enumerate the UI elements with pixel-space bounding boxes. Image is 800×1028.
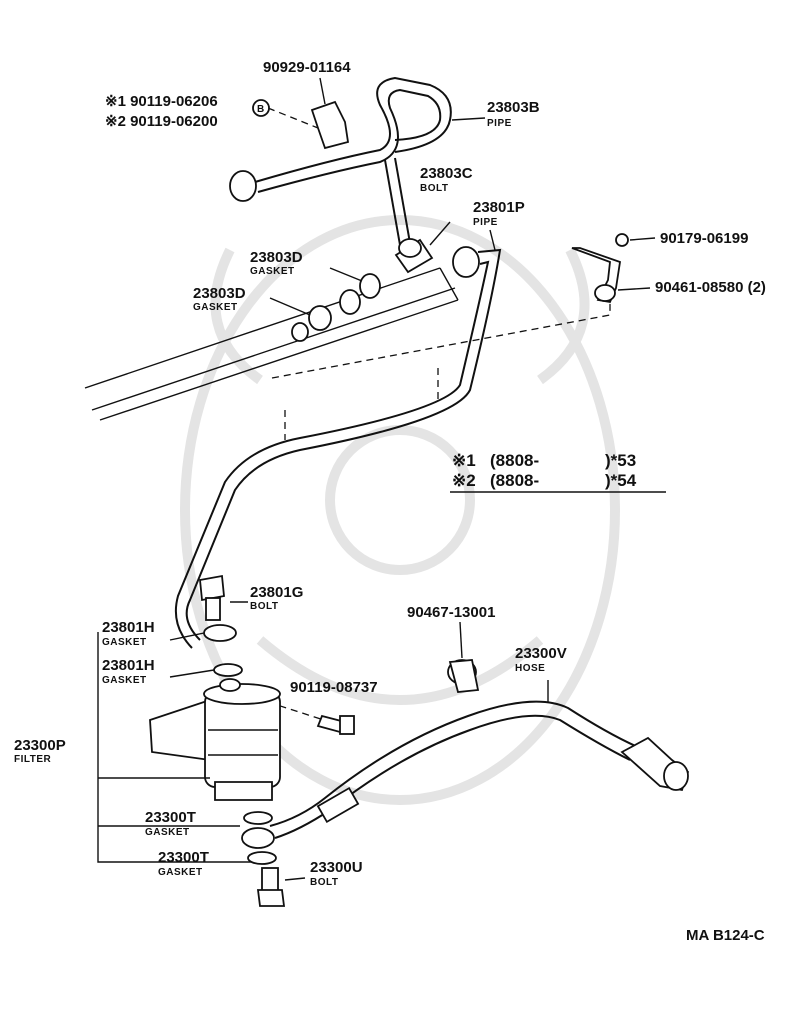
label-bolt-23801g: 23801G [250, 584, 303, 601]
label-pipe-23803b: 23803B [487, 99, 540, 116]
note-1-mark: ※1 [452, 451, 476, 470]
label-gasket-23803d-upper: 23803D [250, 249, 303, 266]
label-clip-90929: 90929-01164 [263, 59, 351, 76]
label-pipe-23803b-name: PIPE [487, 118, 512, 129]
label-gasket-23300t-lower-name: GASKET [158, 867, 203, 878]
label-bolt-alt-2: ※2 90119-06200 [105, 113, 218, 130]
fuel-filter-23300p [149, 678, 281, 801]
watermark-emblem [180, 215, 620, 805]
gasket-23300t-lower [247, 851, 277, 865]
screw-90179 [615, 233, 656, 247]
bolt-23300u [256, 867, 306, 907]
banjo-union [241, 827, 275, 849]
label-bolt-23300u: 23300U [310, 859, 363, 876]
label-gasket-23801h-lower-name: GASKET [102, 675, 147, 686]
note-1-end: )*53 [605, 451, 636, 470]
label-gasket-23300t-upper: 23300T [145, 809, 196, 826]
gasket-23801h-lower [169, 663, 243, 678]
label-gasket-23801h-lower: 23801H [102, 657, 155, 674]
label-screw-90179: 90179-06199 [660, 230, 748, 247]
note-2-text: (8808- [490, 471, 539, 490]
label-gasket-23300t-upper-name: GASKET [145, 827, 190, 838]
label-bolt-23803c: 23803C [420, 165, 473, 182]
label-clamp-90467: 90467-13001 [407, 604, 495, 621]
label-gasket-23803d-lower-name: GASKET [193, 302, 238, 313]
banjo-bolt-23803c [394, 221, 451, 274]
label-clip-90461: 90461-08580 (2) [655, 279, 766, 296]
circle-b-marker [252, 99, 270, 117]
pipe-23801p [174, 229, 502, 649]
label-bolt-23300u-name: BOLT [310, 877, 338, 888]
label-circle-b: B [257, 104, 265, 115]
note-2-end: )*54 [605, 471, 637, 490]
label-bolt-23801g-name: BOLT [250, 601, 278, 612]
gasket-23803d-lower [269, 289, 361, 342]
filter-bracket [97, 632, 255, 863]
label-filter-23300p: 23300P [14, 737, 66, 754]
label-bolt-23803c-name: BOLT [420, 183, 448, 194]
label-gasket-23801h-upper-name: GASKET [102, 637, 147, 648]
gasket-23801h-upper [169, 624, 237, 642]
label-hose-23300v: 23300V [515, 645, 567, 662]
note-2-mark: ※2 [452, 471, 476, 490]
fuel-rail [84, 267, 459, 421]
label-gasket-23803d-lower: 23803D [193, 285, 246, 302]
label-pipe-23801p: 23801P [473, 199, 525, 216]
label-bolt-alt-1: ※1 90119-06206 [105, 93, 218, 110]
part-labels: 90929-01164 ※1 90119-06206 ※2 90119-0620… [14, 59, 766, 944]
clip-90929 [310, 77, 350, 150]
hose-23300v [269, 680, 690, 839]
label-gasket-23803d-upper-name: GASKET [250, 266, 295, 277]
diagram-reference-code: MA B124-C [686, 927, 765, 944]
bolt-23801g [199, 574, 248, 621]
dashed-leaders [267, 107, 611, 723]
note-1-text: (8808- [490, 451, 539, 470]
label-gasket-23801h-upper: 23801H [102, 619, 155, 636]
label-filter-23300p-name: FILTER [14, 754, 52, 765]
label-hose-23300v-name: HOSE [515, 663, 545, 674]
label-pipe-23801p-name: PIPE [473, 217, 498, 228]
label-bolt-90119-08737: 90119-08737 [290, 679, 378, 696]
clamp-90467 [447, 621, 480, 693]
gasket-23803d-upper [329, 267, 381, 299]
label-gasket-23300t-lower: 23300T [158, 849, 209, 866]
pipe-23803b [229, 76, 452, 246]
clip-90461 [571, 247, 651, 304]
gasket-23300t-upper [243, 811, 273, 825]
bolt-90119-08737 [316, 714, 355, 735]
